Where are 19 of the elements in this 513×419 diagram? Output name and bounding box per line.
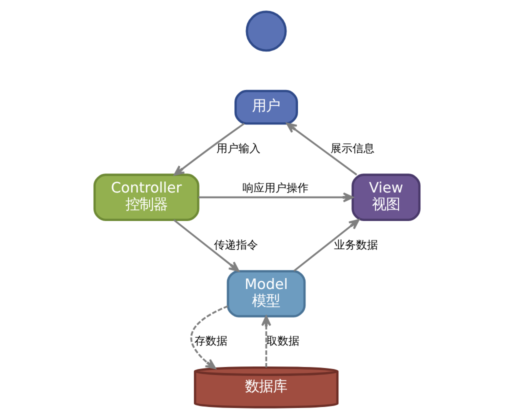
edge-label: 用户输入 (216, 142, 260, 155)
edge-label: 传递指令 (214, 238, 258, 252)
arrow (173, 122, 244, 176)
arrow (190, 305, 228, 370)
node-box: View 视图 (351, 174, 420, 221)
arrow (172, 219, 239, 272)
edge-label: 响应用户操作 (242, 182, 308, 195)
node-box: Model 模型 (226, 270, 306, 318)
arrow (198, 192, 353, 202)
node-box: Controller 控制器 (92, 174, 199, 221)
edge-label: 展示信息 (330, 142, 374, 155)
edge-label: 存数据 (194, 334, 227, 348)
edge-label: 取数据 (266, 334, 299, 348)
arrow (292, 219, 359, 272)
node-box: 用户 (234, 90, 298, 125)
arrow (286, 122, 357, 176)
node-circle (245, 10, 286, 52)
arrow (260, 316, 271, 368)
edge-label: 业务数据 (333, 238, 378, 252)
